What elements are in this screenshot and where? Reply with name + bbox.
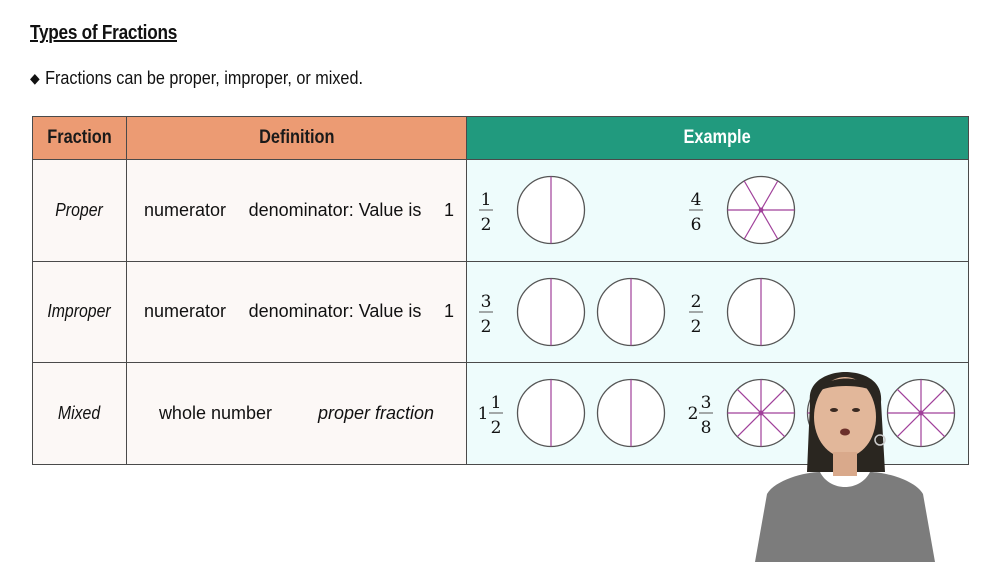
fraction-label: 1 [481, 190, 492, 210]
table-row-proper: Proper numerator denominator: Value is 1 [32, 159, 969, 262]
definition-cell: whole number proper fraction [126, 362, 467, 465]
definition-cell: numerator denominator: Value is 1 [126, 260, 467, 364]
fraction-label: 6 [691, 215, 702, 235]
page-title: Types of Fractions [30, 22, 178, 44]
header-example: Example [466, 116, 969, 160]
fraction-label: 1 [478, 404, 489, 424]
fraction-label: 3 [701, 393, 712, 413]
fraction-type-cell: Improper [32, 260, 127, 364]
header-definition: Definition [126, 116, 467, 160]
fraction-label: 2 [491, 418, 502, 438]
header-fraction: Fraction [32, 116, 127, 160]
fraction-label: 2 [481, 317, 492, 337]
fraction-label: 2 [481, 215, 492, 235]
fraction-label: 4 [691, 190, 702, 210]
fraction-label: 2 [688, 404, 699, 424]
video-presenter [755, 372, 935, 562]
definition-cell: numerator denominator: Value is 1 [126, 159, 467, 262]
fraction-type-cell: Proper [32, 159, 127, 262]
table-row-improper: Improper numerator denominator: Value is… [32, 260, 969, 364]
fraction-label: 2 [691, 317, 702, 337]
bullet-text: Fractions can be proper, improper, or mi… [45, 68, 363, 88]
table-header-row: Fraction Definition Example [32, 116, 969, 160]
fraction-label: 3 [481, 292, 492, 312]
fraction-label: 2 [691, 292, 702, 312]
diamond-bullet-icon: ◆ [30, 70, 40, 86]
bullet-point: ◆ Fractions can be proper, improper, or m… [30, 68, 363, 89]
fraction-label: 1 [491, 393, 502, 413]
fraction-type-cell: Mixed [32, 362, 127, 465]
fraction-label: 8 [701, 418, 712, 438]
